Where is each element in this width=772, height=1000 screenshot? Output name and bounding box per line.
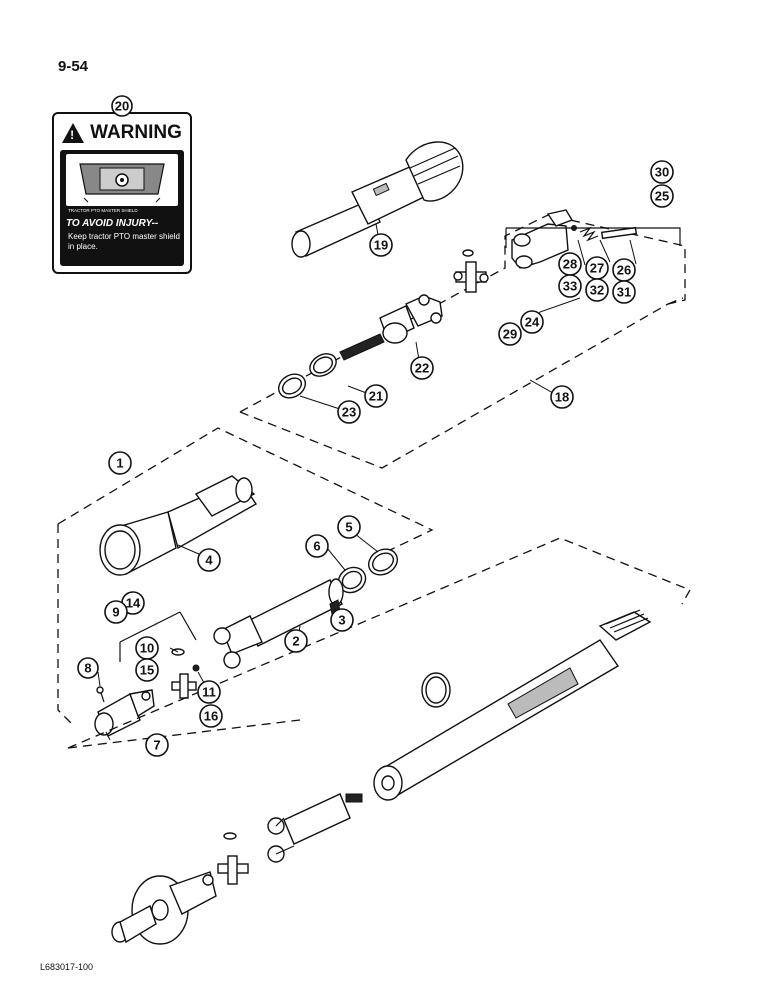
part-flange-yoke xyxy=(111,871,217,945)
svg-text:9: 9 xyxy=(112,605,119,620)
callout-16: 16 xyxy=(199,704,223,728)
callout-32: 32 xyxy=(585,278,609,302)
callout-15: 15 xyxy=(135,658,159,682)
part-outer-tube-assembly xyxy=(373,609,652,801)
part-cross-bearing-lower xyxy=(171,673,197,699)
warning-instruction: Keep tractor PTO master shield in place. xyxy=(68,232,180,251)
svg-text:28: 28 xyxy=(563,257,577,272)
part-cross-bearing-bottom xyxy=(217,832,249,885)
callout-20: 20 xyxy=(111,95,133,117)
svg-text:24: 24 xyxy=(525,315,540,330)
part-shield-tube-lower xyxy=(99,475,258,576)
svg-text:31: 31 xyxy=(617,285,631,300)
warning-picture-caption: TRACTOR PTO MASTER SHIELD xyxy=(68,208,138,213)
svg-text:30: 30 xyxy=(655,165,669,180)
part-grease-fitting-11 xyxy=(192,664,200,672)
svg-text:19: 19 xyxy=(374,238,388,253)
callout-23: 22 xyxy=(410,356,434,380)
part-outer-yoke xyxy=(267,793,363,863)
callout-10: 10 xyxy=(135,636,159,660)
svg-text:5: 5 xyxy=(345,520,352,535)
svg-text:33: 33 xyxy=(563,279,577,294)
callout-22: 21 xyxy=(364,384,388,408)
warning-triangle-icon xyxy=(62,123,85,143)
callout-19: 19 xyxy=(369,233,393,257)
warning-panel: TRACTOR PTO MASTER SHIELD TO AVOID INJUR… xyxy=(60,150,184,266)
callout-26: 26 xyxy=(612,258,636,282)
svg-text:23: 23 xyxy=(342,405,356,420)
svg-text:1: 1 xyxy=(116,456,123,471)
svg-text:3: 3 xyxy=(338,613,345,628)
warning-heading: WARNING xyxy=(90,122,182,143)
part-yoke-7 xyxy=(94,686,155,737)
svg-text:2: 2 xyxy=(292,634,299,649)
callout-30: 30 xyxy=(650,160,674,184)
callout-33: 33 xyxy=(558,274,582,298)
callout-4: 4 xyxy=(197,548,221,572)
callout-2: 2 xyxy=(284,629,308,653)
callout-3: 3 xyxy=(330,608,354,632)
svg-text:22: 22 xyxy=(415,361,429,376)
part-cross-bearing-top xyxy=(453,249,489,293)
page-number: 9-54 xyxy=(58,58,89,75)
part-inner-yoke-tube xyxy=(213,578,344,669)
callout-7: 7 xyxy=(145,733,169,757)
callout-25: 25 xyxy=(650,184,674,208)
part-shield-tube-top xyxy=(291,141,464,258)
callout-24: 24 xyxy=(520,310,544,334)
callout-31: 31 xyxy=(612,280,636,304)
part-ring-21 xyxy=(277,373,307,399)
warning-header: WARNING xyxy=(58,120,186,146)
callout-21: 23 xyxy=(337,400,361,424)
drawing-code: L683017-100 xyxy=(40,962,94,972)
leader-lines xyxy=(97,223,637,741)
svg-text:4: 4 xyxy=(205,553,213,568)
callout-8: 8 xyxy=(77,657,99,679)
callout-1: 1 xyxy=(108,451,132,475)
callout-11: 11 xyxy=(197,680,221,704)
svg-text:15: 15 xyxy=(140,663,154,678)
svg-text:27: 27 xyxy=(590,261,604,276)
callout-6: 6 xyxy=(305,534,329,558)
callout-28: 28 xyxy=(558,252,582,276)
part-ring-5 xyxy=(367,548,399,576)
svg-text:11: 11 xyxy=(202,685,216,700)
part-ring-6 xyxy=(337,566,367,594)
svg-text:8: 8 xyxy=(84,661,91,676)
svg-text:7: 7 xyxy=(153,738,160,753)
svg-text:26: 26 xyxy=(617,263,631,278)
svg-text:29: 29 xyxy=(503,327,517,342)
callout-29: 29 xyxy=(498,322,522,346)
callout-5: 5 xyxy=(337,515,361,539)
callout-27: 27 xyxy=(585,256,609,280)
pto-shield-illustration xyxy=(66,154,178,206)
svg-text:25: 25 xyxy=(655,189,669,204)
part-inner-yoke-top xyxy=(339,294,443,361)
part-yoke-quick-disconnect xyxy=(511,209,638,269)
svg-text:21: 21 xyxy=(369,389,383,404)
callout-9: 9 xyxy=(104,600,128,624)
svg-text:6: 6 xyxy=(313,539,320,554)
svg-text:18: 18 xyxy=(555,390,569,405)
svg-text:14: 14 xyxy=(126,596,141,611)
svg-text:16: 16 xyxy=(204,709,218,724)
svg-text:10: 10 xyxy=(140,641,154,656)
svg-text:20: 20 xyxy=(115,99,129,114)
warning-avoid-injury: TO AVOID INJURY-- xyxy=(66,218,159,229)
part-ring-22 xyxy=(309,353,337,377)
callout-18: 18 xyxy=(550,385,574,409)
part-ring-lower xyxy=(421,672,451,708)
svg-text:32: 32 xyxy=(590,283,604,298)
